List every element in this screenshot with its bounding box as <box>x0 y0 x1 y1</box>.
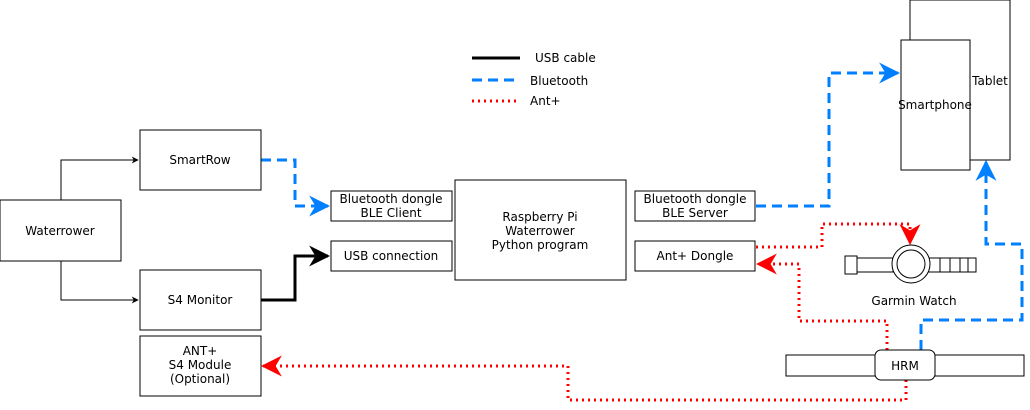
watch-strap-left <box>844 255 858 275</box>
s4-monitor-label: S4 Monitor <box>168 293 233 307</box>
waterrower-label: Waterrower <box>25 224 94 238</box>
node-ant-s4-module: ANT+ S4 Module (Optional) <box>139 335 262 397</box>
usb-connection-label: USB connection <box>344 249 439 263</box>
node-bt-dongle-client: Bluetooth dongle BLE Client <box>330 190 453 222</box>
usb-cable-connection <box>261 245 331 302</box>
node-ant-dongle: Ant+ Dongle <box>634 240 756 272</box>
node-smartrow: SmartRow <box>139 129 262 191</box>
node-raspberry-pi: Raspberry Pi Waterrower Python program <box>454 179 627 281</box>
watch-strap-band-left <box>856 257 894 273</box>
hrm-to-tablet-link <box>919 159 1024 350</box>
hrm-to-dongle-link <box>755 253 889 350</box>
hrm-to-s4-module-link <box>260 355 908 402</box>
bt-server-line-1: Bluetooth dongle <box>644 192 747 206</box>
garmin-watch-label: Garmin Watch <box>871 294 956 308</box>
ant-s4-module-line-3: (Optional) <box>170 372 230 386</box>
legend-ant-label: Ant+ <box>530 94 561 108</box>
raspberry-pi-line-3: Python program <box>492 238 589 252</box>
node-hrm: HRM <box>785 349 1025 381</box>
node-garmin-watch: Garmin Watch <box>844 244 977 308</box>
node-bt-dongle-server: Bluetooth dongle BLE Server <box>634 190 756 222</box>
legend-usb-label: USB cable <box>535 51 596 65</box>
hrm-label: HRM <box>891 359 919 373</box>
tablet-label: Tablet <box>971 74 1008 88</box>
waterrower-to-smartrow <box>60 156 139 200</box>
bt-client-line-2: BLE Client <box>360 206 421 220</box>
watch-strap-band-right <box>927 257 977 273</box>
node-s4-monitor: S4 Monitor <box>139 269 262 331</box>
bt-client-line-1: Bluetooth dongle <box>340 192 443 206</box>
watch-face-inner <box>896 249 926 279</box>
hrm-sensor <box>874 349 936 381</box>
ant-s4-module-line-1: ANT+ <box>183 344 218 358</box>
raspberry-pi-line-1: Raspberry Pi <box>502 210 577 224</box>
bt-server-line-2: BLE Server <box>662 206 728 220</box>
server-to-smartphone-link <box>756 62 901 208</box>
dongle-to-watch-link <box>756 222 921 249</box>
node-smartphone: Smartphone <box>898 39 972 171</box>
raspberry-pi-line-2: Waterrower <box>505 224 574 238</box>
smartphone-label: Smartphone <box>898 98 972 112</box>
legend-bluetooth-label: Bluetooth <box>530 74 588 88</box>
ant-dongle-label: Ant+ Dongle <box>657 249 734 263</box>
legend: USB cable Bluetooth Ant+ <box>472 51 596 108</box>
smartrow-bluetooth-link <box>261 158 331 217</box>
smartrow-label: SmartRow <box>169 153 230 167</box>
node-usb-connection: USB connection <box>330 240 453 272</box>
ant-s4-module-line-2: S4 Module <box>169 358 232 372</box>
node-waterrower: Waterrower <box>0 199 122 262</box>
connectors <box>60 62 1024 402</box>
waterrower-to-s4 <box>60 261 139 304</box>
